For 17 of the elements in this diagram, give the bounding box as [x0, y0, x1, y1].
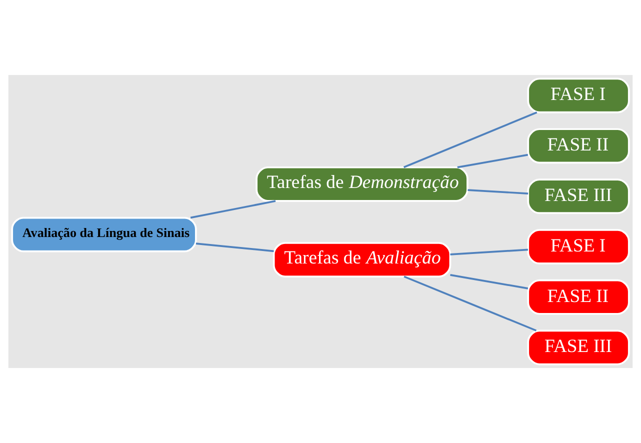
- node-box: Tarefas de Demonstração: [256, 166, 468, 202]
- connector: [468, 189, 528, 194]
- node-box: FASE I: [527, 78, 630, 114]
- node-box: FASE III: [527, 178, 630, 214]
- node-box: FASE II: [527, 128, 630, 164]
- connector: [403, 112, 538, 168]
- connector: [190, 200, 276, 219]
- node-box: FASE III: [527, 330, 630, 366]
- node-box: FASE I: [527, 228, 630, 264]
- node-box: Tarefas de Avaliação: [272, 242, 452, 278]
- connector: [450, 248, 528, 256]
- connector: [404, 276, 537, 332]
- node-box: Avaliação da Língua de Sinais: [11, 216, 197, 252]
- connector: [450, 274, 528, 290]
- connector: [457, 154, 528, 168]
- connector: [196, 242, 274, 252]
- node-box: FASE II: [527, 279, 630, 315]
